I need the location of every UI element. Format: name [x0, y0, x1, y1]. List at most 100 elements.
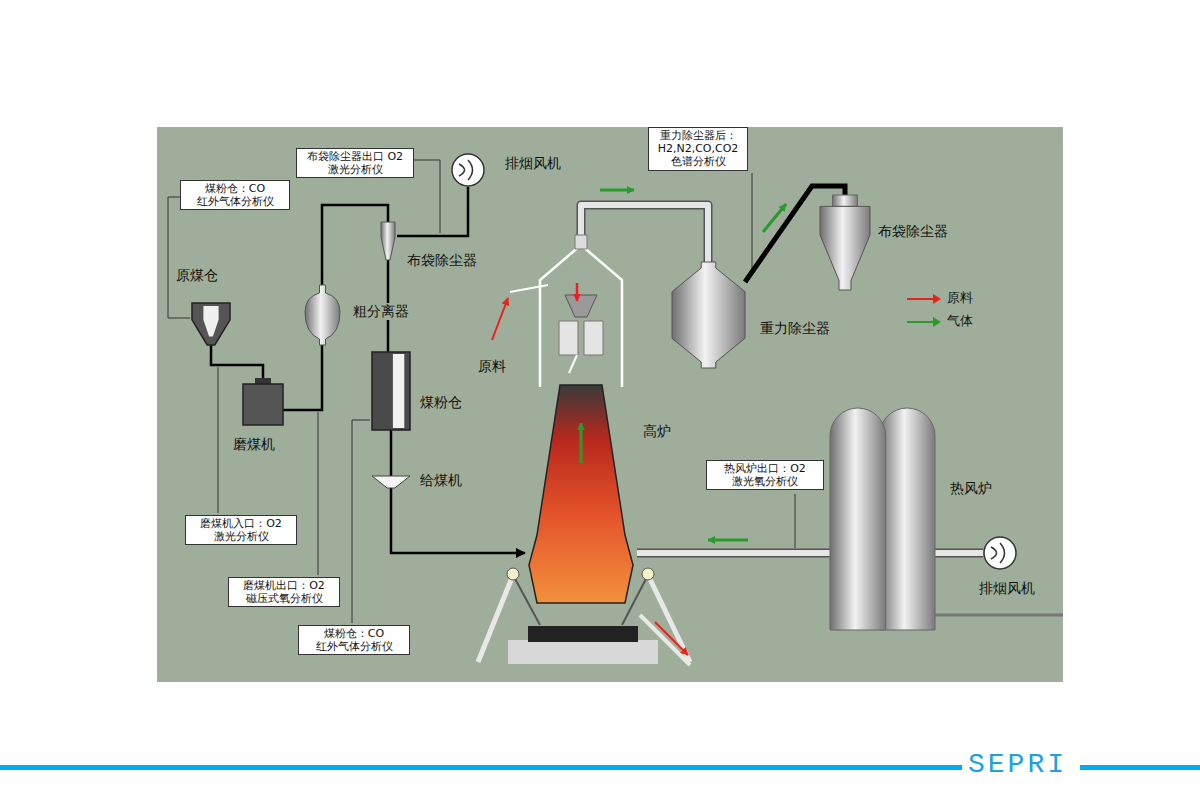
fan-casing	[984, 537, 1016, 569]
pipe-connector	[211, 345, 263, 378]
pipe-outline	[935, 549, 983, 558]
equipment-gravity: 重力除尘器	[672, 262, 745, 368]
equipment-stove: 热风炉	[830, 408, 935, 630]
pipe-connector	[935, 553, 983, 554]
pipe-line	[322, 205, 388, 285]
equipment-vessel: 粗分离器	[305, 285, 340, 345]
flow-arrow	[576, 283, 579, 301]
furnace-base	[508, 640, 658, 664]
leader-line	[414, 160, 440, 233]
stove-body	[830, 408, 886, 630]
analyzer-callout: 布袋除尘器出口 O2 激光分析仪	[296, 148, 414, 178]
dust-catcher-body	[672, 262, 745, 368]
analyzer-callout: 热风炉出口：O2 激光氧分析仪	[706, 460, 824, 490]
callout-text: 布袋除尘器出口 O2 激光分析仪	[300, 150, 410, 176]
equipment-label: 重力除尘器	[758, 320, 832, 337]
analyzer-callout: 煤粉仓：CO 红外气体分析仪	[180, 180, 290, 210]
equipment-label: 粗分离器	[351, 303, 411, 320]
equipment-bigcone: 布袋除尘器	[820, 195, 870, 290]
equipment-shape	[379, 222, 397, 260]
pipe-line	[390, 430, 393, 476]
equipment-label: 排烟风机	[503, 155, 563, 172]
mill-top	[255, 378, 271, 384]
legend-entry: 气体	[905, 313, 973, 329]
legend-arrowhead	[933, 294, 941, 304]
equipment-silo: 煤粉仓	[372, 352, 410, 430]
furnace-frame	[540, 245, 622, 387]
pipe-line	[391, 488, 525, 553]
spacer	[605, 190, 630, 191]
equipment-shape	[820, 195, 870, 290]
hopper-highlight	[203, 306, 218, 337]
flow-arrow	[492, 298, 508, 340]
pipe-connector	[581, 205, 708, 262]
pipe-line	[283, 345, 322, 410]
callout-text: 重力除尘器后： H2,N2,CO,CO2 色谱分析仪	[652, 129, 744, 169]
legend-text: 气体	[947, 313, 973, 328]
pipe-connector	[322, 205, 388, 285]
equipment-hopper: 原煤仓	[192, 303, 230, 345]
callout-text: 磨煤机出口：O2 磁压式氧分析仪	[232, 579, 336, 605]
equipment-fan: 排烟风机	[983, 536, 1017, 570]
equipment-feeder: 给煤机	[372, 476, 410, 488]
hopper-body	[192, 303, 230, 345]
mill-body	[243, 384, 283, 425]
fan-blade	[459, 160, 473, 180]
pipe-connector	[283, 345, 322, 410]
footer-bar	[1080, 765, 1200, 770]
equipment-shape	[983, 536, 1017, 570]
furnace-leg	[478, 575, 513, 662]
logo-text: SEPRI	[968, 749, 1067, 780]
equipment-label: 热风炉	[948, 480, 994, 497]
equipment-shape	[451, 153, 485, 187]
callout-text: 热风炉出口：O2 激光氧分析仪	[710, 462, 820, 488]
tuyere-ring	[642, 568, 654, 580]
filter-inlet	[833, 195, 858, 206]
pipe-connector	[391, 430, 392, 476]
charging-hopper	[565, 295, 597, 317]
callout-text: 煤粉仓：CO 红外气体分析仪	[184, 182, 286, 208]
pipe-fill	[935, 550, 983, 556]
callout-text: 磨煤机入口：O2 激光分析仪	[189, 517, 293, 543]
gas-offtake	[575, 235, 587, 249]
charging-bell	[559, 321, 603, 355]
legend-sample	[905, 293, 943, 305]
analyzer-callout: 重力除尘器后： H2,N2,CO,CO2 色谱分析仪	[648, 127, 748, 171]
leader-line	[795, 494, 796, 548]
equipment-shape	[243, 378, 283, 425]
equipment-label: 煤粉仓	[418, 394, 464, 411]
equipment-shape	[192, 303, 230, 345]
flow-arrow	[580, 423, 583, 463]
equipment-fan: 排烟风机	[451, 153, 485, 187]
legend-text: 原料	[947, 290, 973, 305]
equipment-label: 布袋除尘器	[876, 223, 950, 240]
equipment-mill: 磨煤机	[243, 378, 283, 425]
legend-sample	[905, 316, 943, 328]
equipment-shape	[672, 262, 745, 368]
tap-runner	[640, 615, 690, 665]
pipe-outline	[637, 549, 830, 558]
flow-arrow	[708, 539, 748, 542]
equipment-label: 排烟风机	[977, 580, 1037, 597]
equipment-label: 原煤仓	[174, 267, 220, 284]
leader-line	[218, 367, 219, 513]
leader-line	[352, 420, 370, 623]
equipment-label: 布袋除尘器	[405, 252, 479, 269]
pipe-connector	[637, 553, 830, 554]
equipment-shape	[305, 285, 340, 345]
material-label: 原料	[478, 358, 506, 376]
pipe-fill	[581, 205, 708, 262]
stove-body	[879, 408, 935, 630]
legend-entry: 原料	[905, 290, 973, 306]
analyzer-callout: 煤粉仓：CO 红外气体分析仪	[298, 625, 410, 655]
pipe-line	[211, 345, 263, 378]
pipe-line	[397, 187, 468, 236]
fan-casing	[452, 154, 484, 186]
legend-arrowhead	[933, 317, 941, 327]
fan-blade	[991, 543, 1005, 563]
equipment-shape	[525, 235, 637, 610]
equipment-label: 给煤机	[418, 472, 464, 489]
furnace-hearth	[528, 626, 638, 642]
equipment-shape	[830, 408, 935, 630]
